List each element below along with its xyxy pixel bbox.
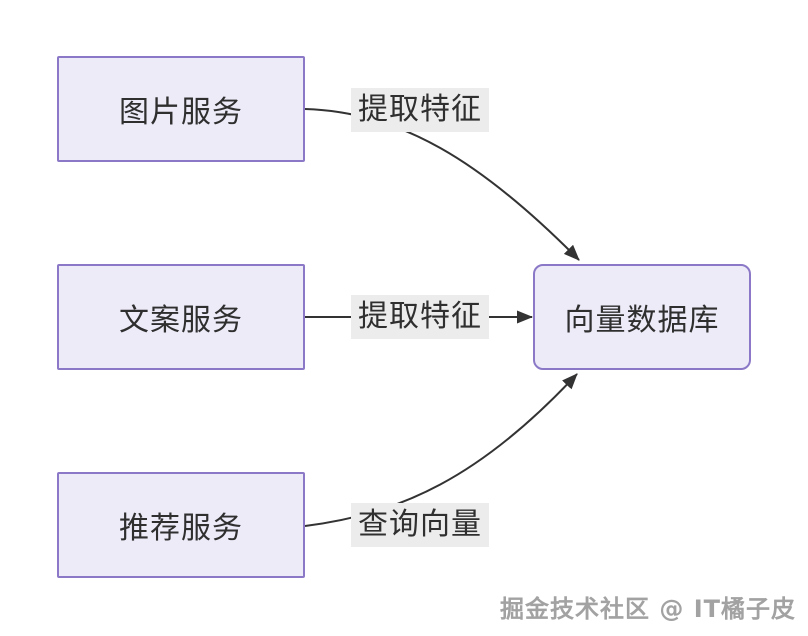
node-vector-db: 向量数据库 (533, 264, 751, 370)
connector-recommend-service-to-vector-db (304, 373, 578, 527)
watermark: 掘金技术社区 @ IT橘子皮 (499, 595, 796, 623)
edge-label-query-vector: 查询向量 (351, 503, 489, 547)
node-recommend-service: 推荐服务 (57, 472, 305, 578)
node-image-service-label: 图片服务 (119, 95, 243, 130)
node-image-service: 图片服务 (57, 56, 305, 162)
node-vector-db-label: 向量数据库 (564, 303, 720, 338)
node-copy-service-label: 文案服务 (119, 303, 243, 338)
connector-image-service-to-vector-db (304, 108, 580, 261)
edge-label-extract-features-top: 提取特征 (351, 88, 489, 132)
edge-label-extract-features-middle: 提取特征 (351, 295, 489, 339)
node-recommend-service-label: 推荐服务 (119, 511, 243, 546)
node-copy-service: 文案服务 (57, 264, 305, 370)
